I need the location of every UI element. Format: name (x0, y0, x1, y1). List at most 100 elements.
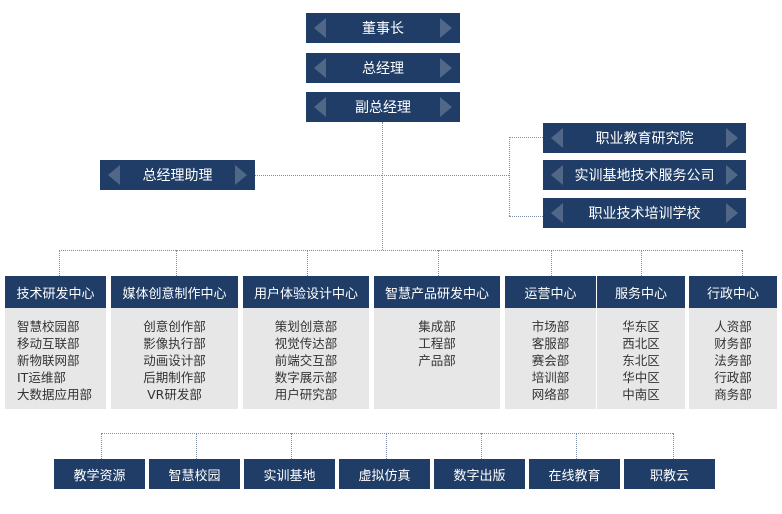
affiliate-label: 职业教育研究院 (595, 131, 694, 147)
department-title: 用户体验设计中心 (243, 276, 369, 308)
vice-gm-box: 副总经理 (306, 92, 460, 122)
department-title: 技术研发中心 (5, 276, 106, 308)
department-item: 华中区 (622, 370, 660, 385)
gm-box: 总经理 (306, 53, 460, 83)
department-item: 前端交互部 (274, 353, 338, 368)
department-item: 后期制作部 (143, 370, 206, 385)
department-item: 创意创作部 (143, 319, 206, 334)
department-item: 客服部 (531, 336, 570, 351)
department-item: 法务部 (714, 353, 752, 368)
right-arrow-icon (726, 128, 738, 148)
department-item: 西北区 (622, 336, 660, 351)
left-arrow-icon (108, 165, 120, 185)
department-item: 集成部 (418, 319, 456, 334)
connector-affiliates-vertical (509, 137, 510, 216)
department-panel: 技术研发中心 智慧校园部 移动互联部 新物联网部 IT运维部 大数据应用部 (5, 276, 106, 409)
connector-product-1 (101, 433, 102, 459)
department-title: 运营中心 (505, 276, 596, 308)
department-item: 培训部 (531, 370, 570, 385)
department-item: 财务部 (714, 336, 752, 351)
affiliate-label: 职业技术培训学校 (588, 206, 701, 222)
department-item: 大数据应用部 (17, 387, 93, 402)
left-arrow-icon (551, 128, 563, 148)
department-item: 中南区 (622, 387, 660, 402)
department-item: 商务部 (714, 387, 752, 402)
department-title: 服务中心 (597, 276, 685, 308)
department-item: 视觉传达部 (274, 336, 338, 351)
department-item: 影像执行部 (143, 336, 206, 351)
left-arrow-icon (314, 97, 326, 117)
connector-product-7 (673, 433, 674, 459)
connector-product-5 (481, 433, 482, 459)
affiliate-box: 实训基地技术服务公司 (543, 160, 746, 190)
connector-dept-6 (641, 250, 642, 276)
department-item: IT运维部 (17, 370, 66, 385)
department-list: 策划创意部 视觉传达部 前端交互部 数字展示部 用户研究部 (243, 308, 369, 403)
department-panel: 媒体创意制作中心 创意创作部 影像执行部 动画设计部 后期制作部 VR研发部 (111, 276, 238, 409)
affiliate-label: 实训基地技术服务公司 (574, 168, 715, 184)
left-arrow-icon (551, 203, 563, 223)
assistant-box: 总经理助理 (100, 160, 255, 190)
chairman-label: 董事长 (362, 21, 404, 37)
right-arrow-icon (726, 165, 738, 185)
left-arrow-icon (551, 165, 563, 185)
gm-label: 总经理 (362, 61, 404, 77)
product-box: 智慧校园 (149, 459, 240, 489)
product-box: 实训基地 (244, 459, 335, 489)
vice-gm-label: 副总经理 (355, 100, 411, 116)
department-item: 策划创意部 (274, 319, 338, 334)
department-item: 东北区 (622, 353, 660, 368)
department-item: 工程部 (418, 336, 456, 351)
connector-dept-4 (438, 250, 439, 276)
department-item: 产品部 (418, 353, 456, 368)
right-arrow-icon (440, 18, 452, 38)
department-item: 人资部 (714, 319, 752, 334)
product-box: 教学资源 (54, 459, 145, 489)
department-item: 新物联网部 (17, 353, 80, 368)
left-arrow-icon (314, 58, 326, 78)
right-arrow-icon (440, 97, 452, 117)
department-item: 智慧校园部 (17, 319, 80, 334)
department-item: 赛会部 (531, 353, 570, 368)
connector-dept-5 (551, 250, 552, 276)
connector-product-2 (196, 433, 197, 459)
department-list: 集成部 工程部 产品部 (374, 308, 500, 369)
connector-assistant (255, 175, 382, 176)
department-list: 华东区 西北区 东北区 华中区 中南区 (597, 308, 685, 403)
left-arrow-icon (314, 18, 326, 38)
connector-dept-3 (307, 250, 308, 276)
chairman-box: 董事长 (306, 13, 460, 43)
department-item: VR研发部 (147, 387, 202, 402)
department-title: 媒体创意制作中心 (111, 276, 238, 308)
department-item: 市场部 (531, 319, 570, 334)
affiliate-box: 职业技术培训学校 (543, 198, 746, 228)
department-item: 移动互联部 (17, 336, 80, 351)
department-item: 数字展示部 (274, 370, 338, 385)
department-title: 智慧产品研发中心 (374, 276, 500, 308)
department-list: 创意创作部 影像执行部 动画设计部 后期制作部 VR研发部 (111, 308, 238, 403)
department-title: 行政中心 (689, 276, 777, 308)
department-panel: 智慧产品研发中心 集成部 工程部 产品部 (374, 276, 500, 409)
product-box: 在线教育 (529, 459, 620, 489)
connector-dept-1 (59, 250, 60, 276)
department-item: 动画设计部 (143, 353, 206, 368)
connector-affiliate-1 (509, 137, 543, 138)
assistant-label: 总经理助理 (142, 168, 213, 184)
connector-dept-bus (59, 250, 742, 251)
connector-dept-2 (176, 250, 177, 276)
product-box: 虚拟仿真 (339, 459, 430, 489)
department-panel: 服务中心 华东区 西北区 东北区 华中区 中南区 (597, 276, 685, 409)
product-box: 数字出版 (434, 459, 525, 489)
department-panel: 用户体验设计中心 策划创意部 视觉传达部 前端交互部 数字展示部 用户研究部 (243, 276, 369, 409)
department-item: 网络部 (531, 387, 570, 402)
right-arrow-icon (440, 58, 452, 78)
department-item: 行政部 (714, 370, 752, 385)
connector-main-vertical (382, 122, 383, 250)
department-item: 用户研究部 (274, 387, 338, 402)
department-list: 市场部 客服部 赛会部 培训部 网络部 (505, 308, 596, 403)
department-item: 华东区 (622, 319, 660, 334)
product-box: 职教云 (624, 459, 715, 489)
department-list: 人资部 财务部 法务部 行政部 商务部 (689, 308, 777, 403)
connector-affiliate-3 (509, 216, 543, 217)
right-arrow-icon (235, 165, 247, 185)
